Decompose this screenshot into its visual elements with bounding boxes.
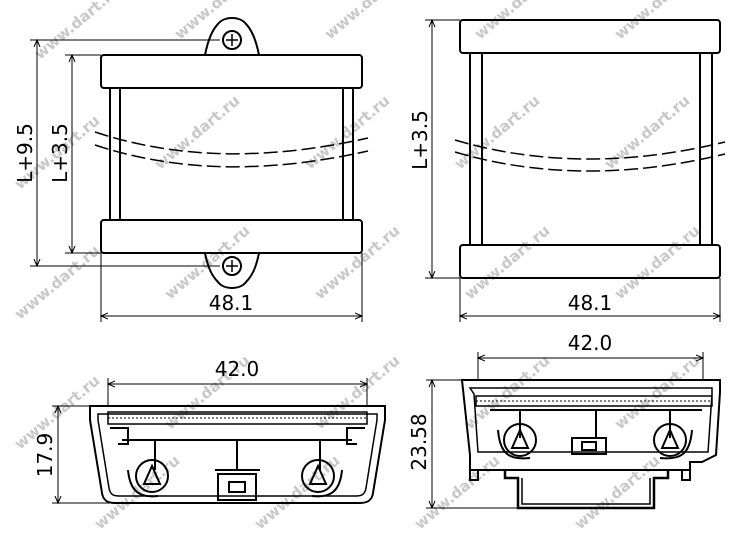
watermark-text: www.dart.ru: [11, 241, 103, 323]
watermark-text: www.dart.ru: [611, 351, 703, 433]
width-label-top-right: 48.1: [568, 291, 613, 315]
height-label-top-right: L+3.5: [408, 110, 432, 170]
watermark-text: www.dart.ru: [461, 221, 553, 303]
watermark-text: www.dart.ru: [461, 351, 553, 433]
height-outer-label: L+9.5: [13, 123, 37, 183]
watermark-text: www.dart.ru: [171, 0, 263, 43]
watermark-text: www.dart.ru: [151, 91, 243, 173]
bottom-right-section: [426, 352, 721, 510]
width-label-bottom-right: 42.0: [568, 331, 613, 355]
watermark-text: www.dart.ru: [311, 221, 403, 303]
watermark-text: www.dart.ru: [311, 351, 403, 433]
watermark-text: www.dart.ru: [611, 221, 703, 303]
watermark-text: www.dart.ru: [31, 0, 123, 63]
bottom-left-section: [52, 378, 386, 504]
width-label-top-left: 48.1: [209, 291, 254, 315]
width-label-bottom-left: 42.0: [215, 357, 260, 381]
watermark-text: www.dart.ru: [471, 0, 563, 43]
watermark-text: www.dart.ru: [601, 91, 693, 173]
watermark-text: www.dart.ru: [321, 0, 413, 43]
height-inner-label: L+3.5: [48, 123, 72, 183]
watermark-text: www.dart.ru: [611, 0, 703, 43]
height-label-bottom-left: 17.9: [33, 433, 57, 478]
top-left-view: [30, 17, 369, 322]
height-label-bottom-right: 23.58: [407, 413, 431, 470]
watermark-text: www.dart.ru: [451, 91, 543, 173]
top-right-view: [425, 19, 726, 322]
